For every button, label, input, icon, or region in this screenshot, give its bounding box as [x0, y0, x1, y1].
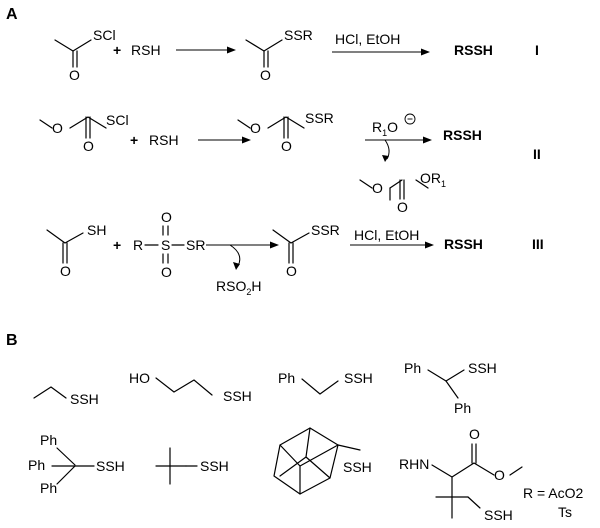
svg-text:Ph: Ph [404, 360, 421, 376]
thioacetic-acid: O SH [46, 222, 106, 279]
product-rssh: RSSH [444, 236, 483, 252]
svg-text:Ph: Ph [40, 432, 57, 448]
svg-text:SSR: SSR [284, 27, 313, 43]
svg-text:HO: HO [129, 370, 150, 386]
svg-text:RHN: RHN [399, 456, 429, 472]
svg-text:O: O [397, 199, 408, 215]
svg-text:R = AcO2: R = AcO2 [523, 485, 584, 501]
diphenylmethyl-hydropersulfide: Ph SSH Ph [404, 360, 497, 416]
svg-text:Ph: Ph [278, 370, 295, 386]
svg-text:SSH: SSH [223, 388, 252, 404]
reaction-arrow [350, 241, 434, 249]
thiol-rsh: RSH [149, 132, 179, 148]
svg-text:SSH: SSH [344, 370, 373, 386]
r-group-definition: R = AcO2 Ts [523, 485, 584, 520]
acyl-disulfide-intermediate: O SSR [245, 27, 313, 83]
alkoxide-reagent: R1O [372, 113, 416, 138]
methoxycarbonylsulfenyl-chloride: O O SCl [39, 112, 129, 154]
adamantyl-hydropersulfide: SSH [273, 427, 372, 495]
svg-text:O: O [83, 138, 94, 154]
svg-text:SCl: SCl [106, 112, 129, 128]
svg-text:O: O [494, 467, 505, 483]
svg-text:Ph: Ph [28, 457, 45, 473]
svg-text:SSR: SSR [311, 222, 340, 238]
svg-text:O: O [69, 67, 80, 83]
svg-text:SR: SR [186, 237, 205, 253]
svg-text:Ts: Ts [558, 504, 572, 520]
penicillamine-hydropersulfide: RHN O O SSH [399, 426, 523, 523]
plus-sign: + [113, 237, 121, 253]
svg-text:O: O [281, 138, 292, 154]
svg-text:O: O [469, 426, 480, 442]
svg-text:O: O [372, 180, 383, 196]
svg-text:SCl: SCl [93, 27, 116, 43]
acetylsulfenyl-chloride: O SCl [54, 27, 116, 83]
product-rssh: RSSH [443, 127, 482, 143]
reaction-arrow [176, 46, 236, 54]
conditions-label: HCl, EtOH [335, 31, 400, 47]
svg-text:O: O [260, 67, 271, 83]
svg-text:R1O: R1O [372, 119, 398, 138]
svg-text:O: O [161, 209, 172, 225]
curved-arrow-head [233, 262, 240, 270]
svg-text:R: R [133, 237, 143, 253]
methoxycarbonyl-disulfide-intermediate: O O SSR [237, 110, 334, 154]
plus-sign: + [130, 132, 138, 148]
benzyl-hydropersulfide: Ph SSH [278, 370, 373, 395]
thiosulfonate: R S SR O O [133, 209, 205, 280]
svg-text:SSH: SSH [200, 458, 229, 474]
thiol-rsh: RSH [131, 42, 161, 58]
svg-text:O: O [60, 263, 71, 279]
svg-text:SSR: SSR [305, 110, 334, 126]
trityl-hydropersulfide: Ph Ph Ph SSH [28, 432, 125, 496]
svg-text:O: O [161, 264, 172, 280]
hydroxyethyl-hydropersulfide: HO SSH [129, 370, 252, 404]
svg-text:SSH: SSH [343, 459, 372, 475]
svg-text:O: O [52, 120, 63, 136]
svg-text:O: O [250, 120, 261, 136]
reaction-arrow [332, 48, 430, 56]
row-2-scheme: O O SCl + RSH O O SSR R1O [39, 110, 541, 215]
row-1-scheme: O SCl + RSH O SSR HCl, EtOH RSSH I [54, 27, 539, 83]
panel-a-label: A [6, 6, 18, 23]
ethyl-hydropersulfide: SSH [33, 386, 99, 407]
byproduct-rso2h: RSO2H [216, 278, 261, 297]
reaction-arrow [206, 241, 279, 249]
svg-text:OR1: OR1 [420, 170, 446, 189]
plus-sign: + [113, 42, 121, 58]
scheme-number: II [533, 146, 541, 162]
conditions-label: HCl, EtOH [354, 227, 419, 243]
svg-text:SSH: SSH [468, 360, 497, 376]
svg-text:Ph: Ph [454, 400, 471, 416]
row-3-scheme: O SH + R S SR O O RSO2H O SSR HCl, EtOH [46, 209, 544, 297]
svg-text:SSH: SSH [70, 391, 99, 407]
reaction-arrow [365, 136, 432, 144]
svg-text:SH: SH [87, 222, 106, 238]
panel-b-label: B [6, 332, 18, 349]
svg-text:SSH: SSH [96, 458, 125, 474]
scheme-number: I [535, 42, 539, 58]
scheme-number: III [532, 236, 544, 252]
acyl-disulfide-intermediate: O SSR [272, 222, 340, 279]
dialkyl-carbonate-byproduct: O O OR1 [359, 170, 446, 215]
curved-arrow-head [382, 155, 389, 162]
svg-text:SSH: SSH [484, 507, 513, 523]
svg-text:S: S [161, 237, 170, 253]
reaction-arrow [198, 136, 251, 144]
svg-text:O: O [286, 263, 297, 279]
svg-text:Ph: Ph [40, 480, 57, 496]
tert-butyl-hydropersulfide: SSH [155, 447, 229, 485]
product-rssh: RSSH [454, 42, 493, 58]
